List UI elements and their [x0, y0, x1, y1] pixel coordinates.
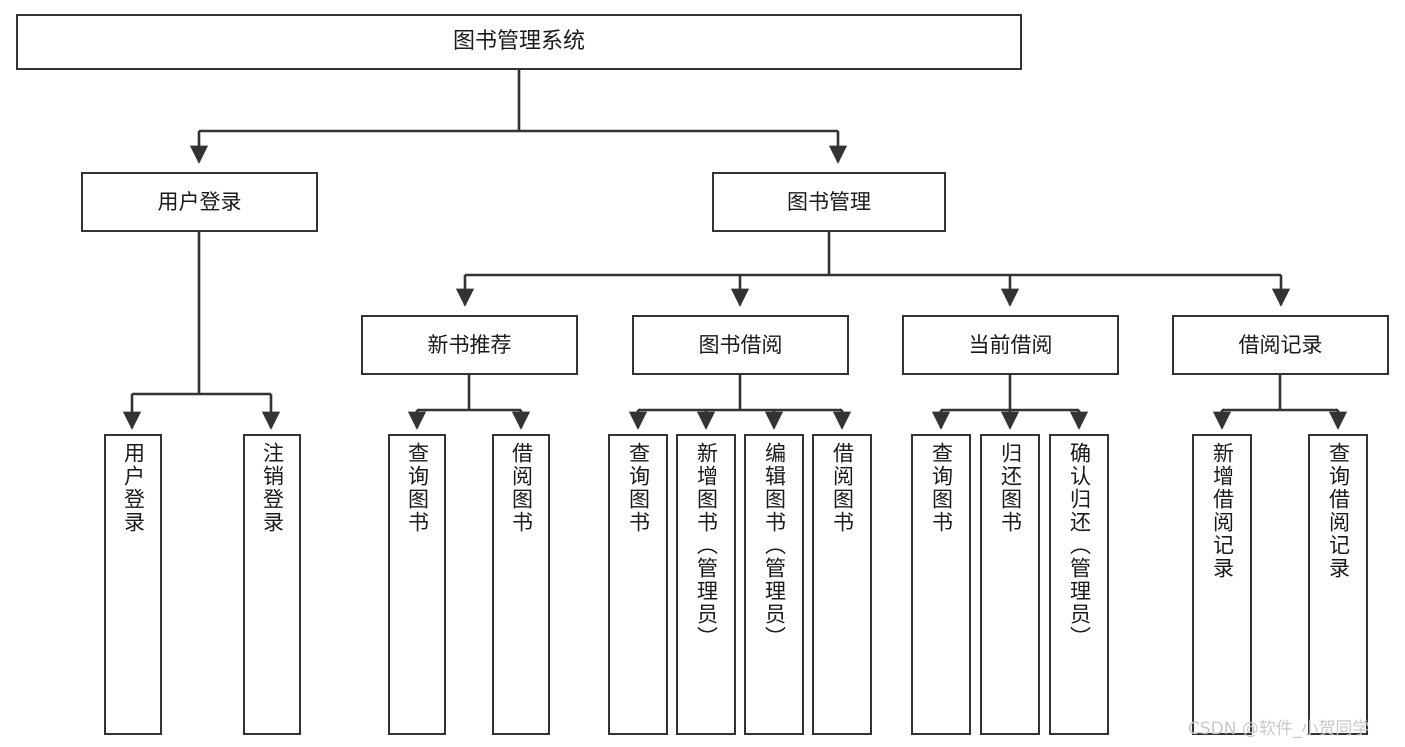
- node-label: 借阅记录: [1238, 332, 1323, 357]
- node-leaf-query-book-current[interactable]: 查询图书: [911, 434, 971, 735]
- node-book-borrow[interactable]: 图书借阅: [632, 315, 849, 375]
- node-label: 查询图书: [405, 442, 430, 534]
- node-label: 用户登录: [157, 189, 242, 214]
- node-label: 当前借阅: [968, 332, 1053, 357]
- node-root-system[interactable]: 图书管理系统: [16, 14, 1022, 70]
- node-current-borrow[interactable]: 当前借阅: [902, 315, 1119, 375]
- node-label: 图书借阅: [698, 332, 783, 357]
- node-leaf-add-book-admin[interactable]: 新增图书（管理员）: [676, 434, 736, 735]
- node-leaf-query-borrow-record[interactable]: 查询借阅记录: [1308, 434, 1368, 735]
- node-new-book-recommend[interactable]: 新书推荐: [361, 315, 578, 375]
- node-leaf-add-borrow-record[interactable]: 新增借阅记录: [1192, 434, 1252, 735]
- node-borrow-record[interactable]: 借阅记录: [1172, 315, 1389, 375]
- node-leaf-query-book-recommend[interactable]: 查询图书: [388, 434, 446, 735]
- node-label: 查询图书: [929, 442, 954, 534]
- node-label: 确认归还（管理员）: [1067, 442, 1092, 649]
- node-leaf-return-book[interactable]: 归还图书: [980, 434, 1040, 735]
- node-label: 借阅图书: [509, 442, 534, 534]
- node-label: 注销登录: [260, 442, 285, 534]
- node-label: 查询借阅记录: [1326, 442, 1351, 580]
- node-leaf-borrow-book[interactable]: 借阅图书: [812, 434, 872, 735]
- node-leaf-query-book[interactable]: 查询图书: [608, 434, 668, 735]
- node-label: 编辑图书（管理员）: [762, 442, 787, 649]
- node-leaf-user-login[interactable]: 用户登录: [104, 434, 162, 735]
- node-leaf-confirm-return-admin[interactable]: 确认归还（管理员）: [1049, 434, 1109, 735]
- csdn-watermark: CSDN @软件_小贺同学: [1188, 719, 1370, 739]
- node-label: 图书管理系统: [452, 29, 585, 55]
- node-user-login[interactable]: 用户登录: [81, 172, 318, 232]
- node-leaf-edit-book-admin[interactable]: 编辑图书（管理员）: [744, 434, 804, 735]
- node-label: 查询图书: [626, 442, 651, 534]
- node-label: 新增图书（管理员）: [694, 442, 719, 649]
- node-book-management[interactable]: 图书管理: [712, 172, 946, 232]
- node-leaf-logout[interactable]: 注销登录: [243, 434, 301, 735]
- node-label: 借阅图书: [830, 442, 855, 534]
- node-label: 图书管理: [787, 189, 871, 214]
- node-leaf-borrow-book-recommend[interactable]: 借阅图书: [492, 434, 550, 735]
- node-label: 归还图书: [998, 442, 1023, 534]
- node-label: 新增借阅记录: [1210, 442, 1235, 580]
- node-label: 新书推荐: [427, 332, 512, 357]
- node-label: 用户登录: [121, 442, 146, 534]
